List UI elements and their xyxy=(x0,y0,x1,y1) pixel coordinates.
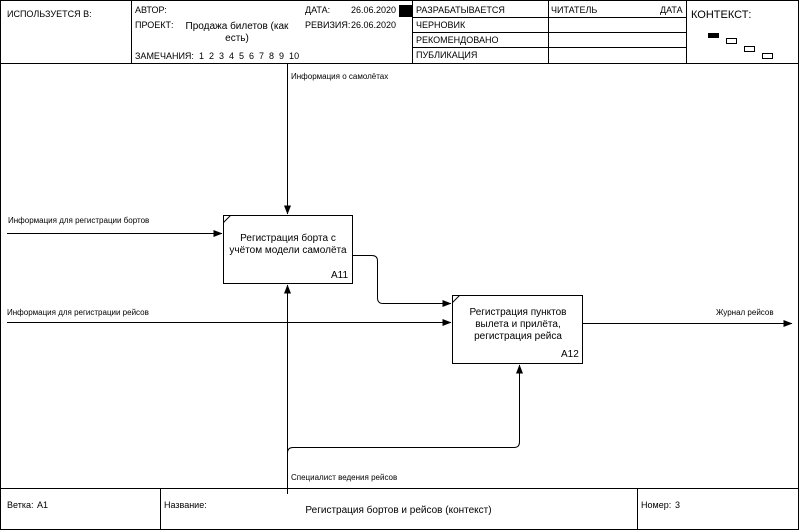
activity-box-a12[interactable] xyxy=(452,295,583,364)
status-working: РАЗРАБАТЫВАЕТСЯ xyxy=(416,5,505,15)
arrow-mechanism-to-a12[interactable] xyxy=(287,364,523,454)
status-draft: ЧЕРНОВИК xyxy=(416,20,466,30)
status-marker xyxy=(399,5,412,17)
revision-value: 26.06.2020 xyxy=(351,20,397,30)
reader-date-label: ДАТА xyxy=(660,5,683,15)
activity-box-a11[interactable] xyxy=(223,215,353,284)
diagram-title: Регистрация бортов и рейсов (контекст) xyxy=(305,505,492,516)
label-input-flights: Информация для регистрации рейсов xyxy=(7,308,149,317)
revision-label: РЕВИЗИЯ: xyxy=(305,20,351,30)
box-a11-label: Регистрация борта с учётом модели самолё… xyxy=(229,233,347,256)
number-label: Номер: xyxy=(641,500,672,510)
reader-label: ЧИТАТЕЛЬ xyxy=(551,5,598,15)
notes-label: ЗАМЕЧАНИЯ: xyxy=(135,51,194,61)
arrow-a11-to-a12[interactable] xyxy=(353,255,452,307)
label-input-boards: Информация для регистрации бортов xyxy=(8,216,150,225)
author-label: АВТОР: xyxy=(135,5,167,15)
status-recommended: РЕКОМЕНДОВАНО xyxy=(416,35,499,45)
status-publication: ПУБЛИКАЦИЯ xyxy=(416,50,478,60)
node-value: А1 xyxy=(37,500,49,510)
number-value: 3 xyxy=(675,500,681,510)
context-label: КОНТЕКСТ: xyxy=(691,9,752,21)
used-in-label: ИСПОЛЬЗУЕТСЯ В: xyxy=(7,9,92,19)
notes-numbers: 1 2 3 4 5 6 7 8 9 10 xyxy=(199,51,300,61)
date-label: ДАТА: xyxy=(305,5,331,15)
label-mechanism-specialist: Специалист ведения рейсов xyxy=(291,473,398,482)
box-a12-label: Регистрация пунктов вылета и прилёта, ре… xyxy=(469,307,567,342)
project-value: Продажа билетов (как есть) xyxy=(185,21,289,44)
date-value: 26.06.2020 xyxy=(351,5,397,15)
box-a12-code: А12 xyxy=(561,349,579,360)
project-label: ПРОЕКТ: xyxy=(135,20,174,30)
node-label: Ветка: xyxy=(7,500,34,510)
label-control-planes: Информация о самолётах xyxy=(291,72,389,81)
label-output-log: Журнал рейсов xyxy=(716,308,774,317)
title-label: Название: xyxy=(164,500,207,510)
context-mini-diagram xyxy=(708,33,773,59)
box-a11-code: А11 xyxy=(331,270,349,281)
